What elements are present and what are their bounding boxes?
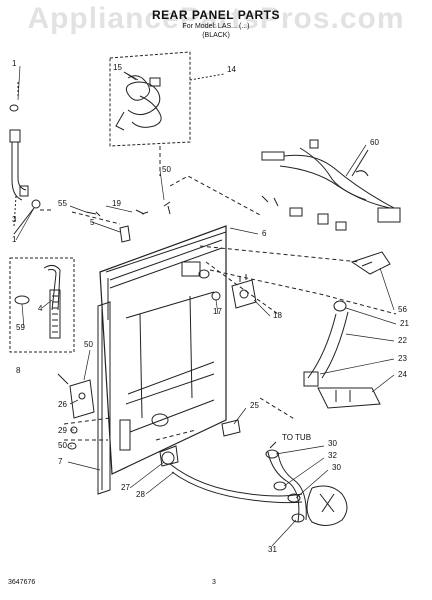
hose-bracket-icon xyxy=(57,373,95,419)
callout-30: 30 xyxy=(332,463,341,472)
callout-50: 50 xyxy=(84,340,93,349)
callout-32: 32 xyxy=(328,451,337,460)
callout-56: 56 xyxy=(398,305,407,314)
callout-55: 55 xyxy=(58,199,67,208)
callout-4: 4 xyxy=(38,304,43,313)
callout-50: 50 xyxy=(162,165,171,174)
model-subtitle: For Model: LAS... (...) xyxy=(182,23,250,30)
color-note: (BLACK) xyxy=(202,32,230,39)
screw-icon xyxy=(85,211,101,217)
callout-5: 5 xyxy=(90,218,95,227)
callout-18: 18 xyxy=(273,311,282,320)
callout-21: 21 xyxy=(400,319,409,328)
screw-icon xyxy=(135,209,149,215)
callout-27: 27 xyxy=(121,483,130,492)
callout-8: 8 xyxy=(16,366,21,375)
lower-drain-hose-icon xyxy=(161,449,307,523)
callout-30: 30 xyxy=(328,439,337,448)
screw-icon xyxy=(163,201,171,215)
clamp-ring-icon xyxy=(14,295,30,305)
callout-23: 23 xyxy=(398,354,407,363)
power-cord-box xyxy=(109,51,225,147)
document-code: 3647676 xyxy=(8,579,36,586)
callout-14: 14 xyxy=(227,65,236,74)
callout-26: 26 xyxy=(58,400,67,409)
callout-1: 1 xyxy=(12,235,17,244)
callout-59: 59 xyxy=(16,323,25,332)
callout-50: 50 xyxy=(58,441,67,450)
clip-icon xyxy=(221,419,241,437)
side-rail xyxy=(97,301,111,495)
bracket-icon xyxy=(350,251,391,275)
callout-6: 6 xyxy=(262,229,267,238)
power-cord-icon xyxy=(115,75,162,131)
callout-60: 60 xyxy=(370,138,379,147)
callout-28: 28 xyxy=(136,490,145,499)
callout-1: 1 xyxy=(12,59,17,68)
callout-31: 31 xyxy=(268,545,277,554)
drain-hose-kit-box xyxy=(9,257,75,353)
callout-17: 17 xyxy=(213,307,222,316)
callout-7: 7 xyxy=(58,457,63,466)
leader-lines xyxy=(15,65,397,547)
callout-25: 25 xyxy=(250,401,259,410)
callout-22: 22 xyxy=(398,336,407,345)
drain-pump-icon xyxy=(306,485,348,526)
hose-fitting-icon xyxy=(9,129,29,201)
page-title: REAR PANEL PARTS xyxy=(151,8,280,22)
rear-panel xyxy=(99,225,227,475)
callout-29: 29 xyxy=(58,426,67,435)
assembly-guides xyxy=(40,146,397,441)
callout-15: 15 xyxy=(113,63,122,72)
wire-harness-icon xyxy=(261,139,401,231)
callout-3: 3 xyxy=(12,215,17,224)
washer-ring-icon xyxy=(31,199,41,209)
drain-hose-icon xyxy=(43,264,61,339)
to-tub-annotation: TO TUB xyxy=(282,433,311,442)
clip-icon xyxy=(119,225,131,243)
outlet-hose-icon xyxy=(303,300,381,409)
callout-19: 19 xyxy=(112,199,121,208)
inlet-hose-assembly xyxy=(9,82,41,235)
washer-ring-icon xyxy=(9,104,19,112)
callout-24: 24 xyxy=(398,370,407,379)
page-number: 3 xyxy=(212,579,216,586)
